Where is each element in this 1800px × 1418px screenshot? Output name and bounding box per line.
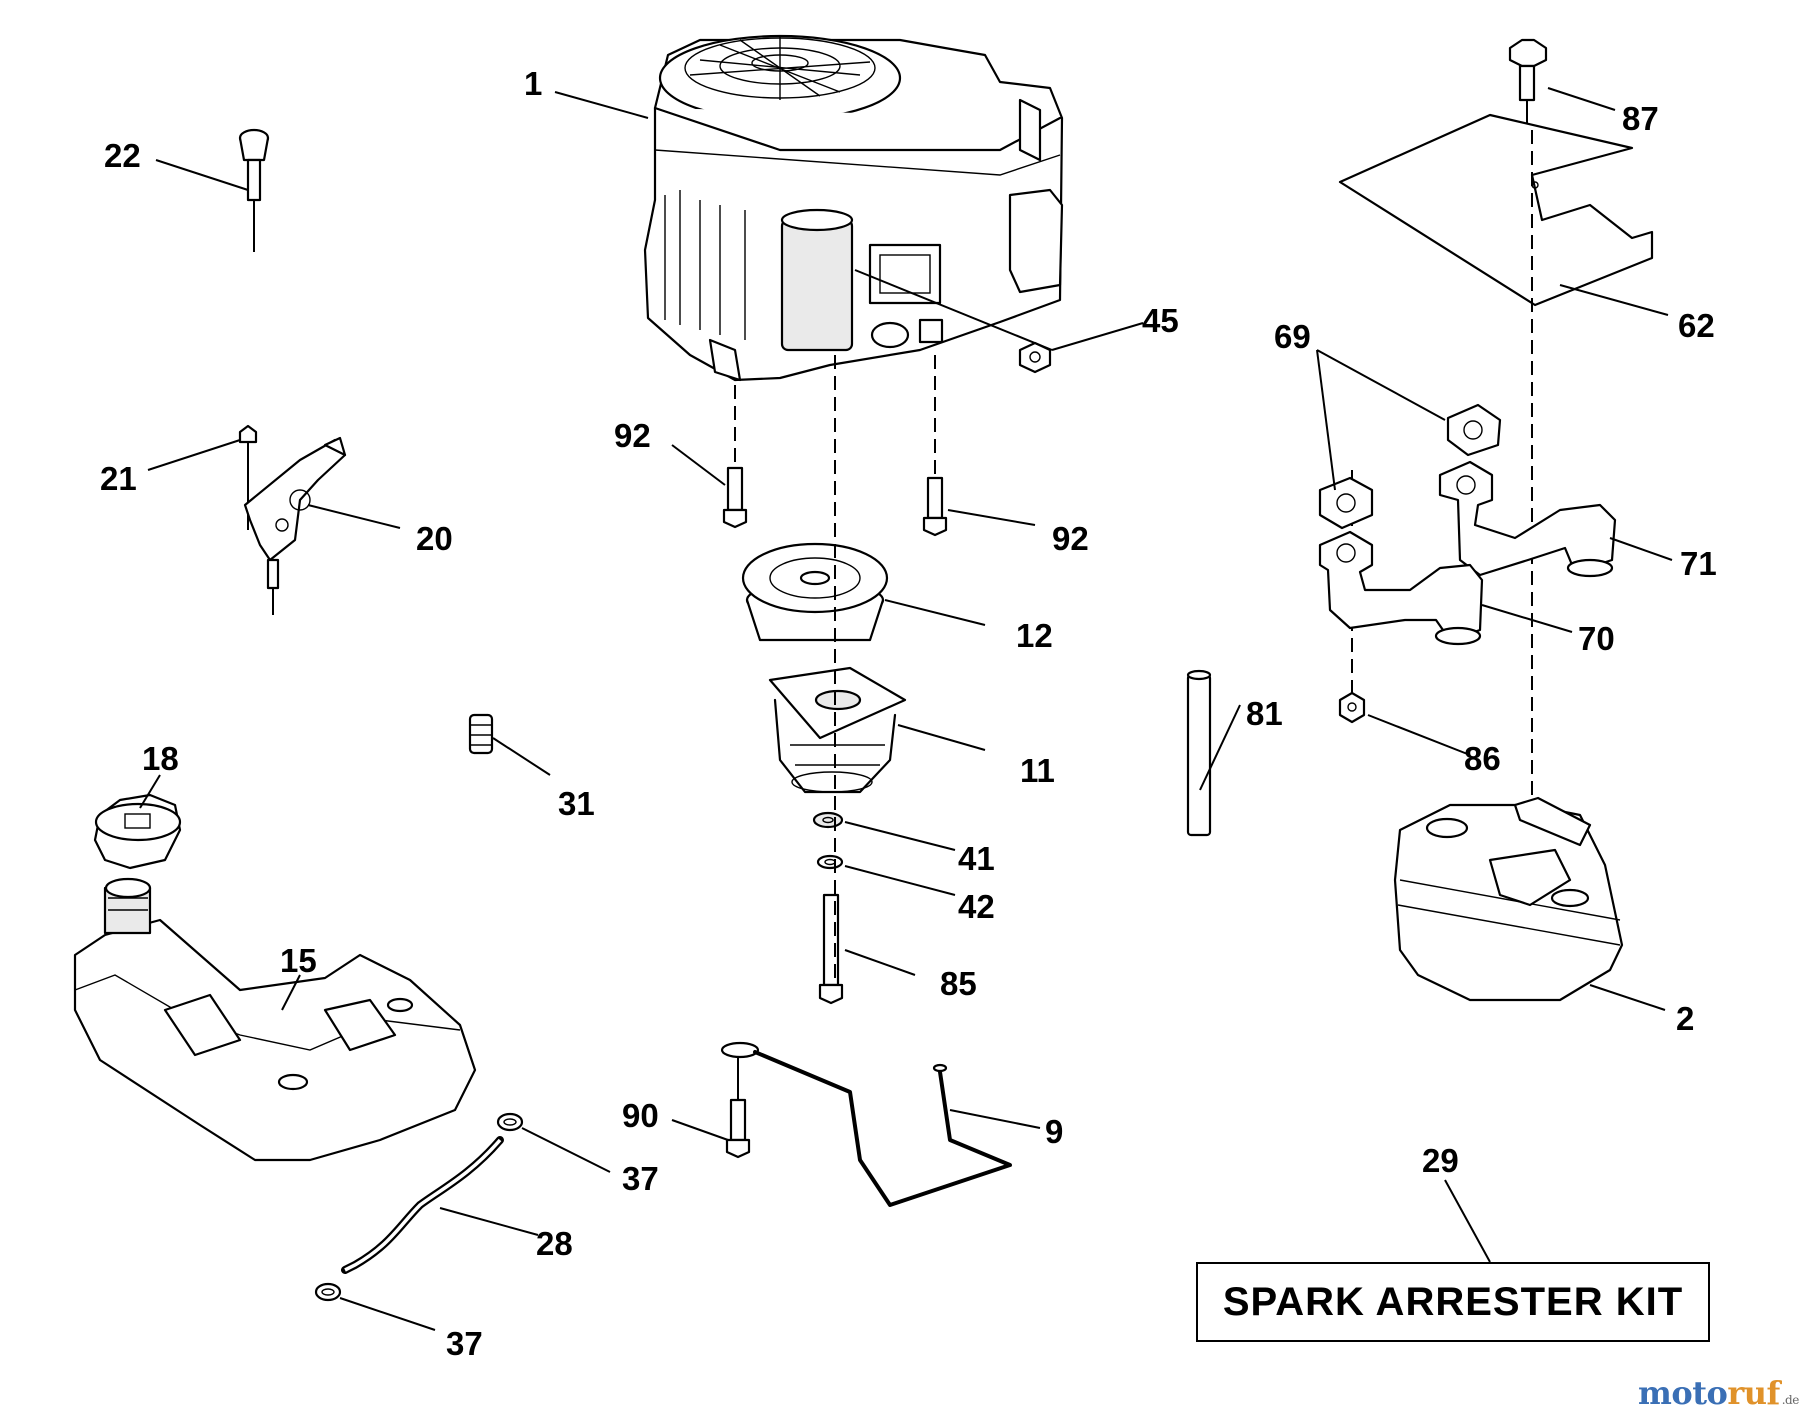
- callout-20: 20: [416, 520, 453, 557]
- callout-87: 87: [1622, 100, 1659, 137]
- callout-37-upper: 37: [622, 1160, 659, 1197]
- callout-70: 70: [1578, 620, 1615, 657]
- clamp-part-37-lower: [314, 1282, 342, 1302]
- washer-part-41: [812, 811, 844, 829]
- callout-62: 62: [1678, 307, 1715, 344]
- leader-lines: [139, 87, 1673, 1331]
- heat-shield-part-62: [1338, 113, 1654, 307]
- fuel-cap-part-18: [93, 793, 182, 870]
- callout-45: 45: [1142, 302, 1179, 339]
- callout-71: 71: [1680, 545, 1717, 582]
- muffler-part-2: [1393, 796, 1624, 1002]
- nut-part-86: [1338, 691, 1366, 724]
- watermark-brand-blue: moto: [1638, 1374, 1728, 1412]
- throttle-control-part-20: [243, 436, 347, 615]
- choke-knob-part-22: [238, 128, 270, 252]
- callout-22: 22: [104, 137, 141, 174]
- callout-69: 69: [1274, 318, 1311, 355]
- exhaust-pipe-part-70: [1318, 530, 1484, 646]
- callout-29: 29: [1422, 1142, 1459, 1179]
- spark-arrester-kit-label: SPARK ARRESTER KIT: [1222, 1279, 1684, 1324]
- engine-part-1: [643, 34, 1064, 382]
- rod-part-9: [720, 1041, 1012, 1207]
- callout-labels: 1 22 45 92 92 21 20 12 11 31 18 41 42 15…: [100, 65, 1717, 1362]
- motoruf-watermark: motoruf.de: [1638, 1374, 1799, 1412]
- bolt-part-92-left: [722, 385, 748, 529]
- callout-92-right: 92: [1052, 520, 1089, 557]
- callout-11: 11: [1020, 752, 1055, 789]
- pulley-part-12: [741, 542, 889, 642]
- clutch-part-11: [768, 666, 907, 794]
- callout-2: 2: [1676, 1000, 1694, 1037]
- fuel-tank-part-15: [73, 877, 477, 1162]
- bolt-part-85: [818, 893, 844, 1005]
- callout-90: 90: [622, 1097, 659, 1134]
- fitting-part-31: [468, 713, 494, 755]
- washer-part-42: [816, 854, 844, 870]
- callout-21: 21: [100, 460, 137, 497]
- bolt-part-87: [1508, 38, 1548, 125]
- callout-1: 1: [524, 65, 542, 102]
- bolt-part-90: [725, 1055, 751, 1159]
- callout-85: 85: [940, 965, 977, 1002]
- spark-arrester-kit-box: SPARK ARRESTER KIT: [1196, 1262, 1710, 1342]
- gasket-part-69-lower: [1318, 476, 1374, 530]
- callout-41: 41: [958, 840, 995, 877]
- callout-12: 12: [1016, 617, 1053, 654]
- callout-18: 18: [142, 740, 179, 777]
- callout-86: 86: [1464, 740, 1501, 777]
- callout-42: 42: [958, 888, 995, 925]
- callout-81: 81: [1246, 695, 1283, 732]
- callout-15: 15: [280, 942, 317, 979]
- callout-31: 31: [558, 785, 595, 822]
- tube-part-81: [1186, 669, 1212, 837]
- fuel-hose-part-28: [341, 1136, 504, 1274]
- watermark-tld: .de: [1781, 1393, 1800, 1407]
- callout-9: 9: [1045, 1113, 1063, 1150]
- exhaust-pipe-part-71: [1438, 460, 1617, 578]
- watermark-brand-orange: ruf: [1727, 1374, 1780, 1412]
- clamp-part-37-upper: [496, 1112, 524, 1132]
- callout-28: 28: [536, 1225, 573, 1262]
- callout-37-lower: 37: [446, 1325, 483, 1362]
- gasket-part-69-upper: [1446, 403, 1502, 457]
- callout-92-left: 92: [614, 417, 651, 454]
- bolt-part-92-right: [922, 355, 948, 537]
